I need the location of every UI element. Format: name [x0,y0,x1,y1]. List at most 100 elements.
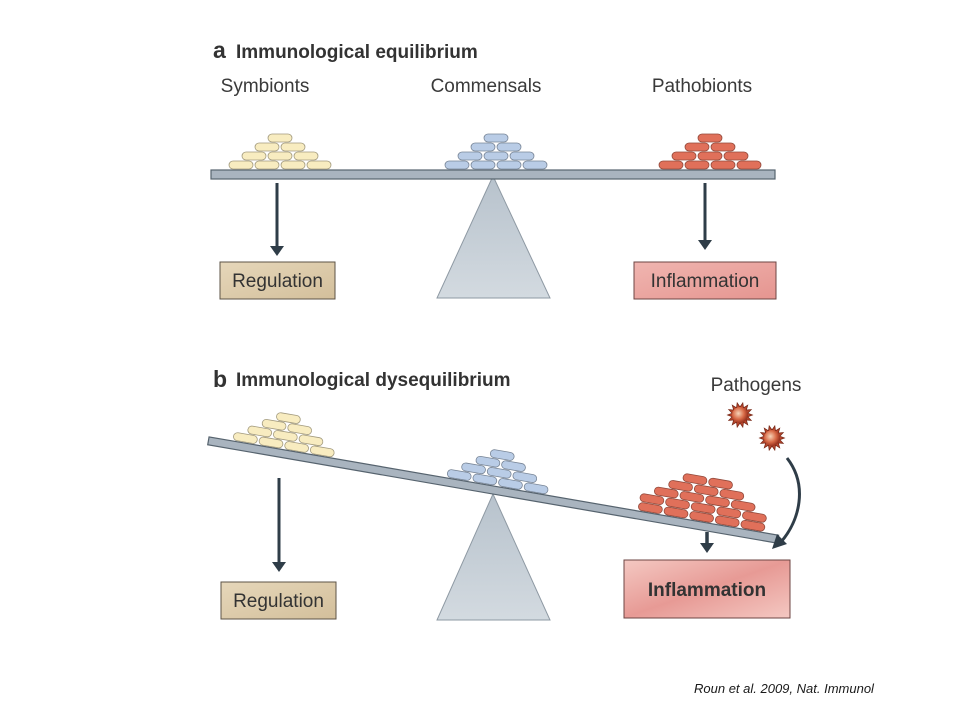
arrowhead [700,543,714,553]
inflammation-label: Inflammation [648,580,766,601]
pathobiont-pile [638,473,767,532]
fulcrum [436,174,551,299]
bacterium [254,142,280,152]
bacterium [710,160,736,170]
arrowhead [698,240,712,250]
pathogens [726,401,786,452]
bacterium [276,412,301,424]
panel-a-title: Immunological equilibrium [236,42,478,63]
pathobionts-label: Pathobionts [652,76,752,97]
arrowhead [272,562,286,572]
bacterium [457,151,483,161]
bacterium [705,495,730,508]
panel-a: a Immunological equilibrium Symbionts Co… [210,37,777,300]
bacterium [697,133,723,143]
bacterium [486,467,512,479]
bacterium [298,434,324,447]
bacterium [684,142,710,152]
bacterium [475,455,501,468]
bacterium [708,477,733,490]
bacterium [309,445,335,458]
bacterium [682,473,708,485]
panel-b: b Immunological dysequilibrium Pathogens… [207,366,802,621]
bacterium [697,151,723,161]
bacterium [258,436,284,449]
bacterium [523,482,549,495]
panel-a-letter: a [213,37,226,63]
bacterium [254,160,280,170]
bacterium [267,133,293,143]
regulation-box [219,261,336,300]
pathogens-label: Pathogens [711,375,802,396]
bacterium [710,142,736,152]
bacterium [730,500,756,512]
pathogen-arrow [779,457,801,543]
symbiont-pile [233,412,335,458]
bacterium [496,142,522,152]
bacterium [665,497,690,510]
bacterium [287,423,312,435]
bacterium [639,493,665,505]
pathogen-body [732,407,748,423]
bacterium [489,449,515,461]
bacterium [653,486,679,499]
bacterium [512,471,538,483]
bacterium [228,160,254,170]
bacterium [446,469,472,481]
citation: Roun et al. 2009, Nat. Immunol [694,681,874,696]
bacterium [461,462,486,475]
balance-beam [210,169,776,180]
bacterium [293,151,319,161]
bacterium [671,151,697,161]
bacterium [658,160,684,170]
fulcrum [436,492,551,621]
arrowhead [772,534,787,549]
panel-b-title: Immunological dysequilibrium [236,370,510,391]
bacterium [284,441,309,453]
bacterium [444,160,470,170]
regulation-label: Regulation [233,591,324,612]
bacterium [740,519,766,532]
bacterium [684,160,710,170]
panel-b-letter: b [213,366,227,392]
commensal-pile [446,449,549,495]
bacterium [483,133,509,143]
inflammation-box-large [623,559,791,619]
regulation-label: Regulation [232,271,323,292]
bacterium [679,491,705,503]
bacterium [501,460,526,472]
pathobiont-pile [658,133,762,170]
bacterium [280,142,306,152]
bacterium [472,473,498,486]
inflammation-label: Inflammation [651,271,760,292]
bacterium [509,151,535,161]
bacterium [689,511,714,523]
bacterium [719,488,745,501]
bacterium [522,160,548,170]
arrowhead [270,246,284,256]
symbionts-label: Symbionts [221,76,310,97]
bacterium [690,502,716,514]
bacterium [742,511,767,523]
bacterium [723,151,749,161]
inflammation-box [633,261,777,300]
bacterium [470,160,496,170]
bacterium [267,151,293,161]
bacterium [498,478,523,490]
bacterium [273,430,298,442]
bacterium [716,506,742,519]
bacterium [247,425,273,438]
commensal-pile [444,133,548,170]
bacterium [736,160,762,170]
symbiont-pile [228,133,332,170]
bacterium [668,480,693,492]
commensals-label: Commensals [431,76,542,97]
bacterium [306,160,332,170]
bacterium [693,484,719,497]
bacterium [663,506,689,519]
regulation-box [220,581,337,620]
bacterium [496,160,522,170]
bacterium [241,151,267,161]
bacterium [470,142,496,152]
